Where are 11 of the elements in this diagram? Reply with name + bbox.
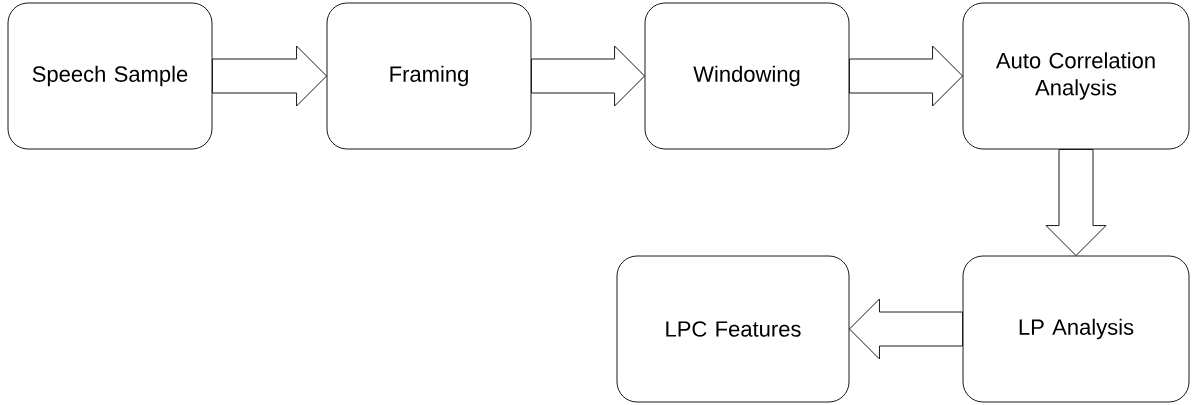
process-box: LPC Features (616, 255, 850, 403)
process-box: Framing (326, 2, 532, 150)
block-arrow (531, 45, 645, 107)
process-box: LP Analysis (962, 255, 1190, 403)
block-arrow (212, 45, 327, 107)
process-box: Auto Correlation Analysis (962, 2, 1190, 150)
block-arrow (1045, 149, 1107, 256)
process-box: Windowing (644, 2, 850, 150)
block-arrow (849, 298, 963, 360)
block-arrow (849, 45, 963, 107)
process-box: Speech Sample (7, 2, 213, 150)
